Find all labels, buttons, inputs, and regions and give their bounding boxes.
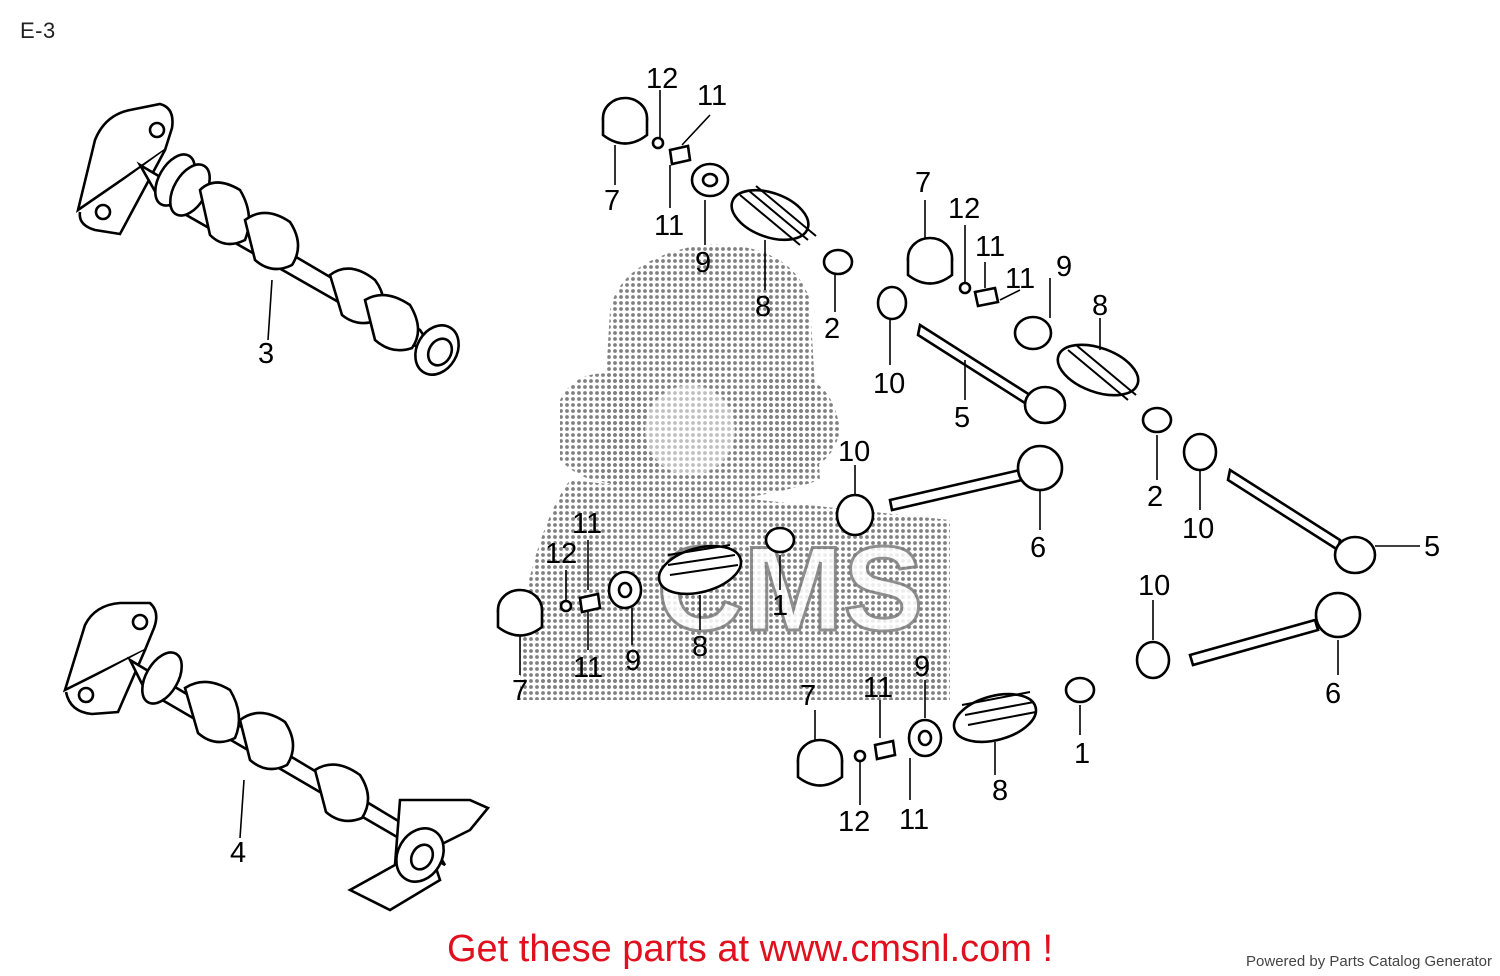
callout-9: 9 <box>695 247 711 279</box>
callout-11: 11 <box>1005 263 1035 295</box>
callout-8: 8 <box>755 291 771 323</box>
callout-9: 9 <box>625 645 641 677</box>
callout-11: 11 <box>975 231 1005 263</box>
valve-group-bottom <box>796 591 1362 805</box>
callout-5: 5 <box>1424 531 1440 563</box>
valve-group-right <box>876 200 1420 575</box>
callout-7: 7 <box>604 185 620 217</box>
callout-8: 8 <box>1092 290 1108 322</box>
callout-8: 8 <box>692 631 708 663</box>
valve-group-top <box>601 90 854 312</box>
callout-1: 1 <box>772 590 788 622</box>
callout-7: 7 <box>800 680 816 712</box>
callout-2: 2 <box>1147 481 1163 513</box>
camshaft-upper <box>75 102 460 376</box>
callout-1: 1 <box>1074 738 1090 770</box>
callout-10: 10 <box>873 368 905 400</box>
callout-8: 8 <box>992 775 1008 807</box>
callout-11: 11 <box>697 80 727 112</box>
callout-6: 6 <box>1030 532 1046 564</box>
callout-12: 12 <box>646 63 678 95</box>
callout-7: 7 <box>512 675 528 707</box>
callout-11: 11 <box>899 804 929 836</box>
callout-9: 9 <box>1056 251 1072 283</box>
callout-5: 5 <box>954 402 970 434</box>
valve-group-middle <box>496 444 1064 675</box>
callout-12: 12 <box>838 806 870 838</box>
callout-11: 11 <box>573 652 603 684</box>
callout-11: 11 <box>572 508 602 540</box>
powered-by-label: Powered by Parts Catalog Generator <box>1246 953 1492 970</box>
callout-10: 10 <box>1138 570 1170 602</box>
cta-link[interactable]: Get these parts at www.cmsnl.com ! <box>446 928 1054 970</box>
callouts: 3 4 7 12 11 11 9 8 2 7 12 11 11 9 8 10 5… <box>230 63 1440 869</box>
page-ref-label: E-3 <box>20 18 56 43</box>
camshaft-lower <box>62 601 491 912</box>
callout-3: 3 <box>258 338 274 370</box>
callout-11: 11 <box>654 210 684 242</box>
callout-10: 10 <box>838 436 870 468</box>
callout-4: 4 <box>230 837 246 869</box>
callout-10: 10 <box>1182 513 1214 545</box>
callout-9: 9 <box>914 651 930 683</box>
callout-2: 2 <box>824 313 840 345</box>
callout-12: 12 <box>948 193 980 225</box>
callout-7: 7 <box>915 167 931 199</box>
callout-12: 12 <box>545 538 577 570</box>
callout-11: 11 <box>863 672 893 704</box>
callout-6: 6 <box>1325 678 1341 710</box>
